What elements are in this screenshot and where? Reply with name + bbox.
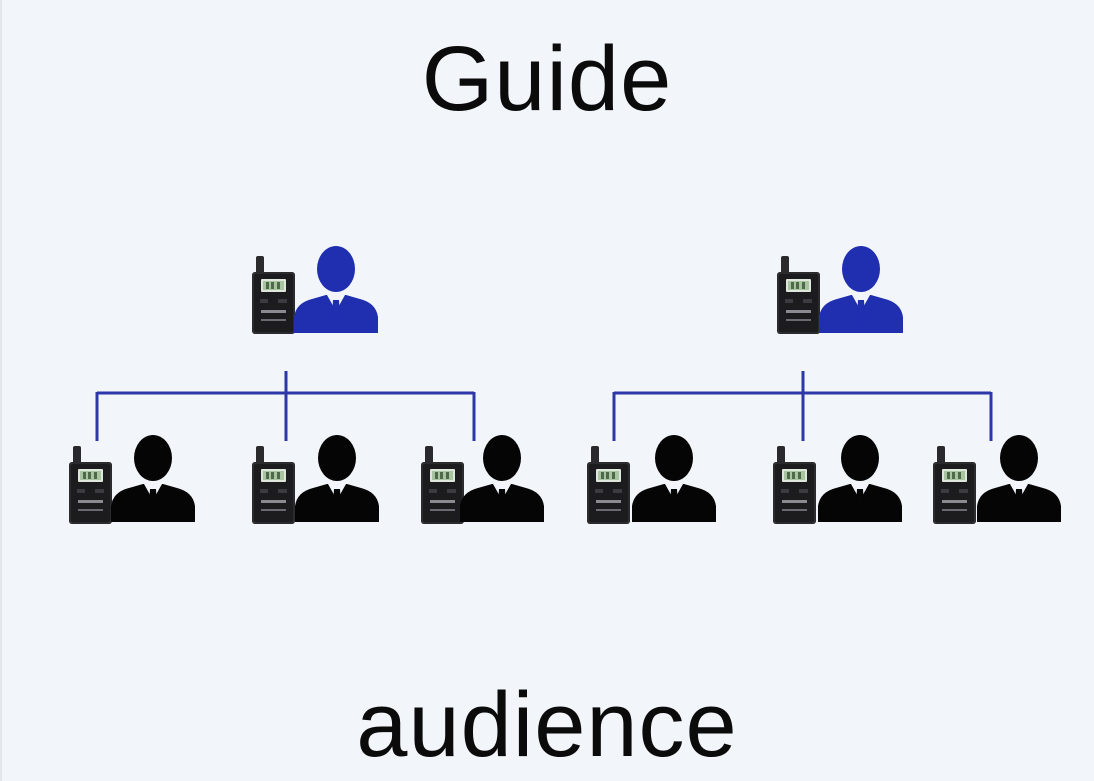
device-button [278, 489, 287, 493]
guide-person-icon [819, 246, 903, 333]
person-tie [857, 300, 865, 323]
antenna [256, 256, 264, 274]
device-button [803, 299, 812, 303]
antenna [256, 446, 264, 464]
audience-label: audience [356, 674, 738, 776]
person-tie [333, 489, 341, 512]
device-button [95, 489, 104, 493]
audience-person-icon [295, 435, 379, 522]
antenna [777, 446, 785, 464]
audience-person-icon [111, 435, 195, 522]
device-button [613, 489, 622, 493]
device-button [785, 299, 793, 303]
person-head [318, 435, 356, 481]
person-tie [856, 489, 864, 512]
device-button [260, 489, 268, 493]
audience-person-icon [632, 435, 716, 522]
audience-person-icon [818, 435, 902, 522]
device-brand [596, 500, 621, 503]
device-button [595, 489, 603, 493]
device-button [278, 299, 287, 303]
person-head [134, 435, 172, 481]
page-edge [0, 0, 2, 781]
device-button [781, 489, 789, 493]
device-brand [261, 500, 286, 503]
device-brand [78, 500, 103, 503]
audience-person-icon [977, 435, 1061, 522]
guide-label: Guide [421, 28, 673, 130]
device-brand [942, 500, 967, 503]
audience-receiver-icon [252, 446, 295, 524]
device-brand [786, 310, 811, 313]
person-tie [1015, 489, 1023, 512]
guide-transmitter-icon [252, 256, 295, 334]
device-brand [782, 500, 807, 503]
device-button [429, 489, 437, 493]
person-head [842, 246, 880, 292]
guide-person-icon [294, 246, 378, 333]
connector-lines [612, 371, 993, 441]
antenna [937, 446, 945, 464]
person-head [1000, 435, 1038, 481]
guide-transmitter-icon [777, 256, 820, 334]
device-button [260, 299, 268, 303]
audience-receiver-icon [933, 446, 976, 524]
device-button [447, 489, 456, 493]
person-head [841, 435, 879, 481]
audience-receiver-icon [773, 446, 816, 524]
device-button [959, 489, 968, 493]
person-head [483, 435, 521, 481]
device-button [941, 489, 949, 493]
device-button [799, 489, 808, 493]
device-button [77, 489, 85, 493]
audience-receiver-icon [69, 446, 112, 524]
person-head [655, 435, 693, 481]
device-brand [430, 500, 455, 503]
audience-receiver-icon [587, 446, 630, 524]
person-tie [149, 489, 157, 512]
person-tie [498, 489, 506, 512]
connector-lines [95, 371, 476, 441]
antenna [73, 446, 81, 464]
antenna [591, 446, 599, 464]
audience-person-icon [460, 435, 544, 522]
person-head [317, 246, 355, 292]
person-tie [332, 300, 340, 323]
person-tie [670, 489, 678, 512]
audience-receiver-icon [421, 446, 464, 524]
antenna [425, 446, 433, 464]
antenna [781, 256, 789, 274]
device-brand [261, 310, 286, 313]
